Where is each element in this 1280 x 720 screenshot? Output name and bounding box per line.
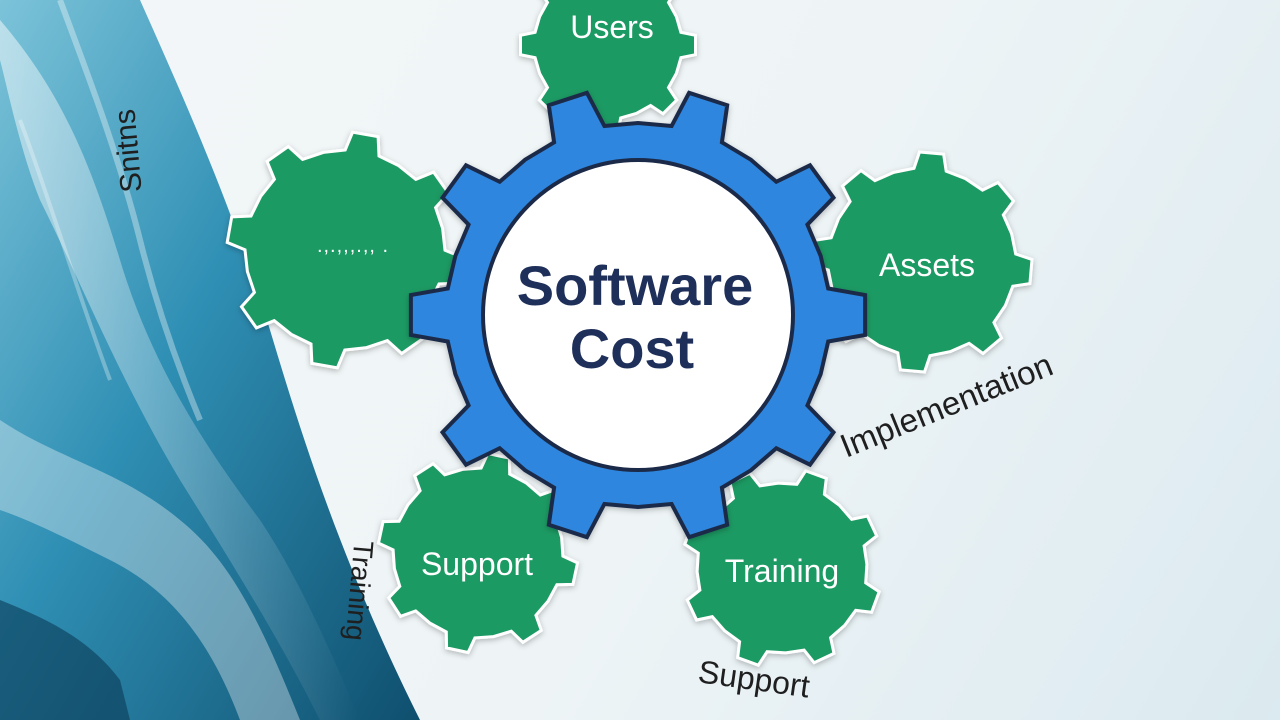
floating-label-support-bottom: Support [696,653,812,704]
center-hub [481,158,795,472]
floating-label-left-lower: Training [340,540,380,642]
floating-label-implementation: Implementation [835,346,1058,465]
gear-label-assets: Assets [879,247,975,283]
gear-label-training: Training [725,553,839,589]
floating-label-left-upper: Snitns [108,108,148,194]
center-title-line1: Software [517,254,754,317]
gear-label-users: Users [570,9,654,45]
gear-support [376,451,580,655]
gear-label-left: .,.,,,.,, . [317,235,389,257]
gear-center [408,90,868,540]
gear-label-support: Support [421,546,533,582]
gear-training [682,468,882,668]
center-title-line2: Cost [570,317,694,380]
